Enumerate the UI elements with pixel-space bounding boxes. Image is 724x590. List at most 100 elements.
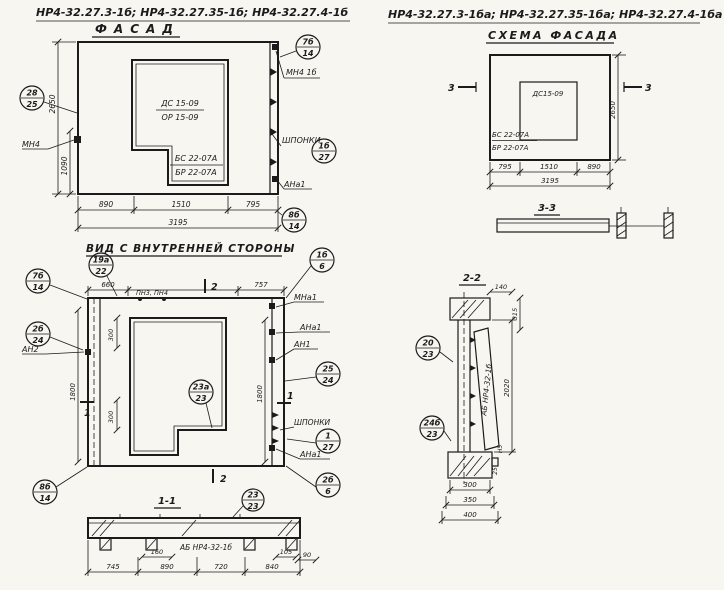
cut-1-right: 1 — [287, 391, 294, 402]
callout-7b-14: 7б 14 — [295, 34, 321, 60]
label-n5: Н5 — [497, 445, 504, 454]
svg-text:27: 27 — [322, 443, 334, 452]
label-mn4-1b: МН4 1б — [286, 68, 317, 77]
callout-20-23: 20 23 — [415, 335, 441, 361]
dim-3195: 3195 — [541, 177, 559, 185]
dim-2650: 2650 — [48, 94, 57, 113]
svg-text:14: 14 — [288, 222, 300, 231]
key-mark — [272, 425, 279, 431]
callout-7b-14-inner: 7б 14 — [25, 268, 51, 294]
svg-text:24: 24 — [322, 376, 334, 385]
bolt-mark — [162, 297, 166, 301]
svg-text:14: 14 — [32, 283, 44, 292]
section-1-1-dimensions: 160 105 90 745 890 720 840 — [84, 540, 320, 576]
section-2-2-mark: АБ НР4-32-1б — [479, 363, 494, 417]
scheme-mark-ds: ДС15-09 — [532, 90, 564, 98]
dim-795: 795 — [246, 200, 261, 209]
facade-marks: ДС 15-09 ОР 15-09 БС 22-07А БР 22-07А — [156, 99, 223, 177]
key-mark — [272, 412, 279, 418]
svg-text:1б: 1б — [316, 250, 328, 260]
section-2-2-title: 2-2 — [463, 273, 481, 284]
svg-text:14: 14 — [39, 494, 51, 503]
cut-3-right: 3 — [645, 83, 652, 94]
inner-view-drawing: ВИД С ВНУТРЕННЕЙ СТОРОНЫ 2 2 — [21, 242, 341, 505]
callout-25-24: 25 24 — [315, 361, 341, 387]
dim-1510: 1510 — [540, 163, 558, 171]
dim-140: 140 — [495, 283, 507, 291]
anchor-mark-mn4 — [74, 136, 81, 143]
svg-text:1: 1 — [325, 432, 331, 441]
label-mn4: МН4 — [22, 140, 40, 149]
scheme-mark-bs: БС 22-07А — [492, 131, 529, 139]
svg-text:23: 23 — [247, 491, 259, 500]
callout-23a-23: 23а 23 — [188, 379, 214, 405]
key-mark — [270, 158, 277, 166]
facade-scheme-drawing: СХЕМА ФАСАДА ДС15-09 БС 22-07А БР 22-07А… — [448, 29, 674, 239]
svg-text:8б: 8б — [288, 210, 300, 220]
svg-text:1б: 1б — [318, 141, 330, 151]
section-2-2-body — [447, 292, 500, 484]
anchor-mark-top-right — [272, 44, 278, 50]
callout-2b-6: 2б 6 — [315, 472, 341, 498]
anchor-mark-ana1 — [272, 176, 278, 182]
bolt-mark — [138, 297, 142, 301]
header-codes-right: НР4-32.27.3-1ба; НР4-32.27.35-1ба; НР4-3… — [388, 8, 722, 21]
key-mark — [270, 98, 277, 106]
callout-1b-6: 1б 6 — [309, 247, 335, 273]
section-1-1-drawing: 1-1 АБ НР4-32-1б 23 2 — [84, 488, 320, 576]
dim-890: 890 — [587, 163, 601, 171]
section-1-1-title: 1-1 — [158, 496, 176, 507]
dim-795: 795 — [498, 163, 512, 171]
key-mark — [470, 337, 476, 343]
dim-25: 25 — [492, 467, 499, 475]
svg-text:20: 20 — [422, 339, 434, 348]
svg-text:24: 24 — [32, 336, 44, 345]
anchor-mark-ana1-b — [269, 445, 275, 451]
inner-cut-markers: 2 2 1 1 — [80, 279, 294, 485]
callout-8b-14: 8б 14 — [281, 207, 307, 233]
section-2-2-dimensions: 140 315 2020 Н5 25 300 350 400 — [438, 283, 524, 524]
mark-ds: ДС 15-09 — [160, 99, 199, 108]
cut-3-left: 3 — [448, 83, 455, 94]
label-ana1-b: АНа1 — [299, 450, 321, 459]
svg-text:23: 23 — [247, 502, 259, 511]
svg-text:25: 25 — [26, 100, 38, 109]
dim-300: 300 — [463, 481, 477, 489]
svg-text:6: 6 — [319, 262, 325, 271]
label-ana1: АНа1 — [283, 180, 305, 189]
svg-text:19а: 19а — [93, 256, 110, 265]
svg-text:6: 6 — [325, 487, 331, 496]
key-mark — [470, 365, 476, 371]
svg-text:22: 22 — [95, 267, 107, 276]
mark-or: ОР 15-09 — [162, 113, 199, 122]
anchor-mark-mna1 — [269, 303, 275, 309]
key-mark — [470, 421, 476, 427]
callout-2b-24: 2б 24 — [25, 321, 51, 347]
header-codes-left: НР4-32.27.3-1б; НР4-32.27.35-1б; НР4-32.… — [36, 6, 348, 19]
inner-labels: ПН3, ПН4 МНа1 АНа1 АН1 АН2 ШПОНКИ АНа1 — [21, 289, 331, 460]
section-1-1-body — [87, 514, 301, 551]
mark-bs: БС 22-07А — [175, 154, 217, 163]
section-1-1-mark: АБ НР4-32-1б — [179, 543, 232, 552]
anchor-mark-ana1-a — [269, 329, 275, 335]
key-mark — [272, 438, 279, 444]
dim-745: 745 — [106, 563, 120, 571]
dim-2020: 2020 — [503, 379, 511, 397]
section-2-2-drawing: 2-2 АБ НР4-32-1б 140 — [415, 273, 524, 524]
scheme-panel — [489, 54, 611, 161]
svg-text:23: 23 — [426, 430, 438, 439]
svg-text:7б: 7б — [302, 37, 314, 47]
header: НР4-32.27.3-1б; НР4-32.27.35-1б; НР4-32.… — [36, 6, 722, 24]
callout-1-27: 1 27 — [315, 428, 341, 454]
svg-text:2б: 2б — [32, 324, 44, 334]
label-mna1: МНа1 — [294, 293, 317, 302]
dim-90: 90 — [303, 551, 311, 559]
callout-19a-22: 19а 22 — [88, 252, 114, 278]
facade-panel-outline — [74, 41, 279, 195]
key-mark — [270, 68, 277, 76]
dim-660: 660 — [101, 281, 115, 289]
svg-text:23: 23 — [422, 350, 434, 359]
mark-strip — [473, 327, 500, 451]
dim-315: 315 — [511, 308, 519, 320]
